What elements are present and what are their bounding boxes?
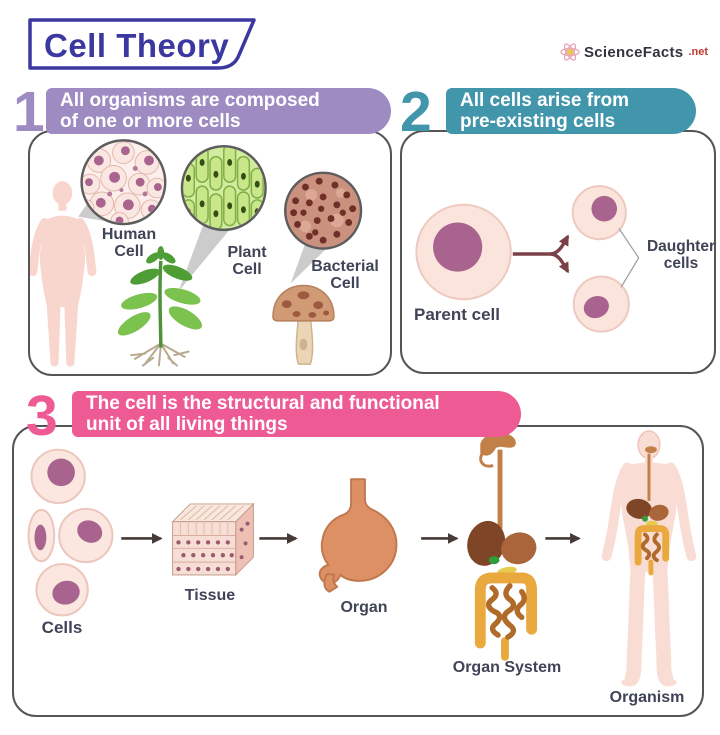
digestive-system-illustration xyxy=(467,432,538,661)
plant-cell-label: Plant Cell xyxy=(227,244,267,278)
section-1-number: 1 xyxy=(13,80,45,144)
title-box: Cell Theory xyxy=(28,18,260,72)
human-cell-micrograph xyxy=(80,139,167,226)
section-3-heading-line2: unit of all living things xyxy=(86,414,288,435)
cells-illustration xyxy=(27,448,114,617)
bacterial-cell-label: Bacterial Cell xyxy=(311,258,379,292)
cells-label: Cells xyxy=(41,618,83,637)
plant-illustration xyxy=(117,246,203,367)
organ-system-label: Organ System xyxy=(452,659,562,676)
cell-division-illustration xyxy=(415,185,640,333)
parent-cell-label: Parent cell xyxy=(414,305,500,324)
section-1-heading: All organisms are composed of one or mor… xyxy=(46,88,391,134)
organism-label: Organism xyxy=(609,689,685,706)
section-2-heading: All cells arise from pre-existing cells xyxy=(446,88,696,134)
division-arrow-icon xyxy=(512,234,570,274)
section-3-number: 3 xyxy=(26,384,58,448)
daughter-cells-label: Daughter cells xyxy=(646,238,716,272)
section-2-heading-line2: pre-existing cells xyxy=(460,111,616,132)
magnifier-cone-bacteria xyxy=(290,240,330,284)
organism-organs-overlay xyxy=(626,446,670,576)
tissue-label: Tissue xyxy=(184,587,236,604)
plant-cell-micrograph xyxy=(180,145,267,232)
section-2-heading-line1: All cells arise from xyxy=(460,90,629,111)
organisms-illustration xyxy=(30,139,363,367)
organization-levels-illustration xyxy=(27,430,697,687)
stomach-organ-illustration xyxy=(318,478,398,593)
section-3-heading: The cell is the structural and functiona… xyxy=(72,391,521,437)
human-cell-label: Human Cell xyxy=(101,226,157,260)
atom-icon xyxy=(560,43,580,61)
daughter-cell-bottom-illustration xyxy=(572,275,630,333)
tissue-illustration xyxy=(171,502,255,577)
bacterial-cell-micrograph xyxy=(284,171,363,250)
section-3-heading-line1: The cell is the structural and functiona… xyxy=(86,393,440,414)
title-outline-shape xyxy=(28,18,256,70)
parent-cell-illustration xyxy=(415,203,512,301)
brand-tld: .net xyxy=(688,46,708,58)
plant-roots xyxy=(130,342,190,367)
human-silhouette-illustration xyxy=(30,181,97,367)
section-2-panel: Parent cell Daughter cells xyxy=(400,130,716,374)
page-title: Cell Theory xyxy=(44,27,230,64)
magnifier-cone-plant xyxy=(178,222,231,292)
mushroom-illustration xyxy=(272,284,335,365)
section-3-panel: Cells Tissue Organ Organ System Organism xyxy=(12,425,704,717)
brand-name: ScienceFacts xyxy=(583,43,684,61)
section-1-heading-line1: All organisms are composed xyxy=(60,90,320,111)
organism-illustration xyxy=(601,430,697,687)
section-1-heading-line2: of one or more cells xyxy=(60,111,241,132)
daughter-label-connector xyxy=(618,228,640,288)
daughter-cell-top-illustration xyxy=(571,185,627,241)
organ-label: Organ xyxy=(340,599,388,616)
section-2-number: 2 xyxy=(400,80,432,144)
section-1-panel: Human Cell Plant Cell Bacterial Cell xyxy=(28,130,392,376)
brand-logo: ScienceFacts .net xyxy=(560,42,708,62)
